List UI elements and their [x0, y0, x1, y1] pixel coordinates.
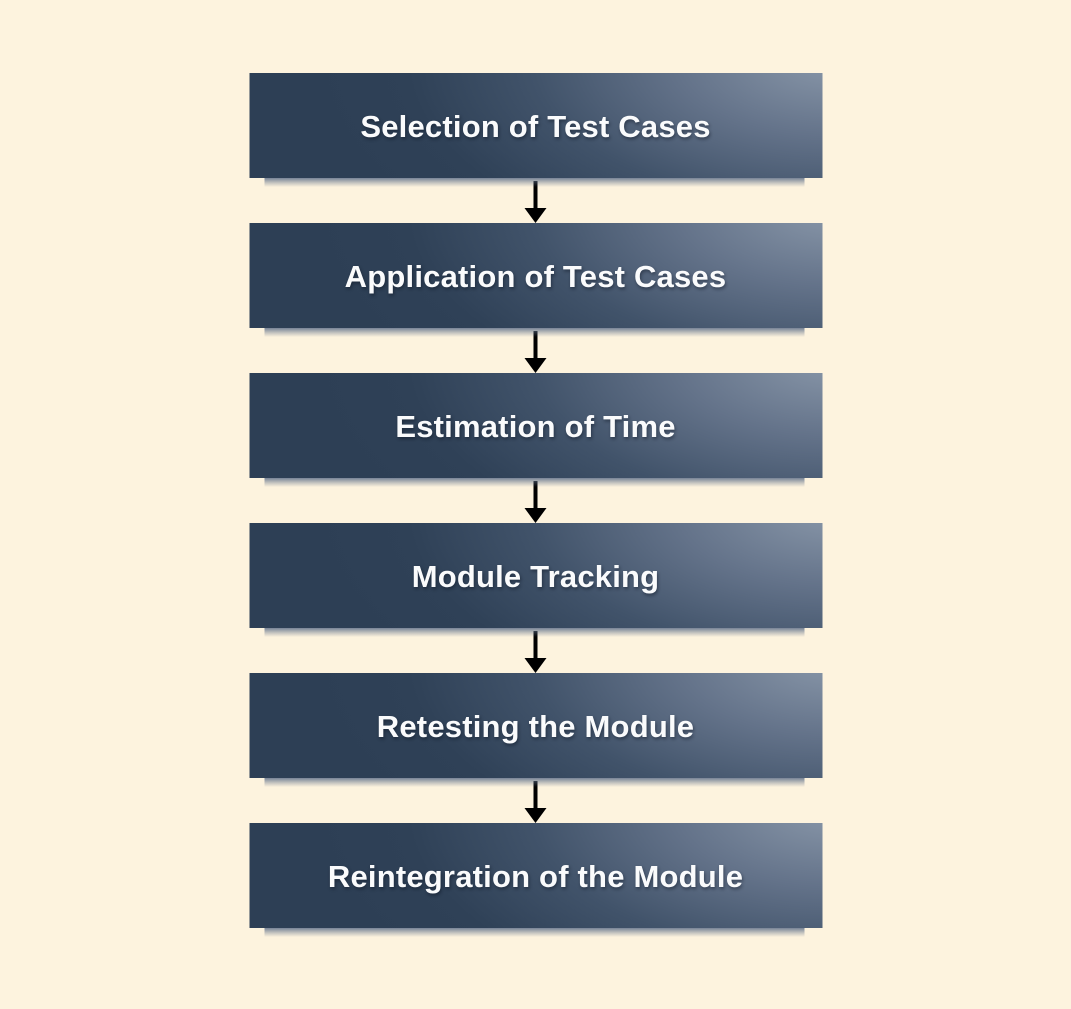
arrow-stem — [533, 481, 538, 508]
down-arrow-icon — [524, 778, 547, 823]
flow-step-application-of-test-cases: Application of Test Cases — [249, 223, 822, 337]
flow-step-selection-of-test-cases: Selection of Test Cases — [249, 73, 822, 187]
flow-step-label: Reintegration of the Module — [327, 859, 744, 894]
flow-step-label: Application of Test Cases — [344, 259, 727, 294]
arrow-head — [524, 358, 547, 373]
down-arrow-icon — [524, 178, 547, 223]
arrow-stem — [533, 631, 538, 658]
arrow-head — [524, 508, 547, 523]
arrow-head — [524, 808, 547, 823]
flowchart: Selection of Test Cases Application of T… — [249, 73, 822, 937]
down-arrow-icon — [524, 478, 547, 523]
flow-step-label: Estimation of Time — [395, 409, 676, 444]
arrow-stem — [533, 331, 538, 358]
arrow-stem — [533, 781, 538, 808]
flow-step-label: Selection of Test Cases — [360, 109, 711, 144]
flow-step-retesting-the-module: Retesting the Module — [249, 673, 822, 787]
flow-step-label: Retesting the Module — [376, 709, 695, 744]
down-arrow-icon — [524, 328, 547, 373]
flow-step-reintegration-of-the-module: Reintegration of the Module — [249, 823, 822, 937]
arrow-head — [524, 208, 547, 223]
flow-step-estimation-of-time: Estimation of Time — [249, 373, 822, 487]
arrow-stem — [533, 181, 538, 208]
flow-step-module-tracking: Module Tracking — [249, 523, 822, 637]
down-arrow-icon — [524, 628, 547, 673]
flow-step-label: Module Tracking — [411, 559, 660, 594]
arrow-head — [524, 658, 547, 673]
